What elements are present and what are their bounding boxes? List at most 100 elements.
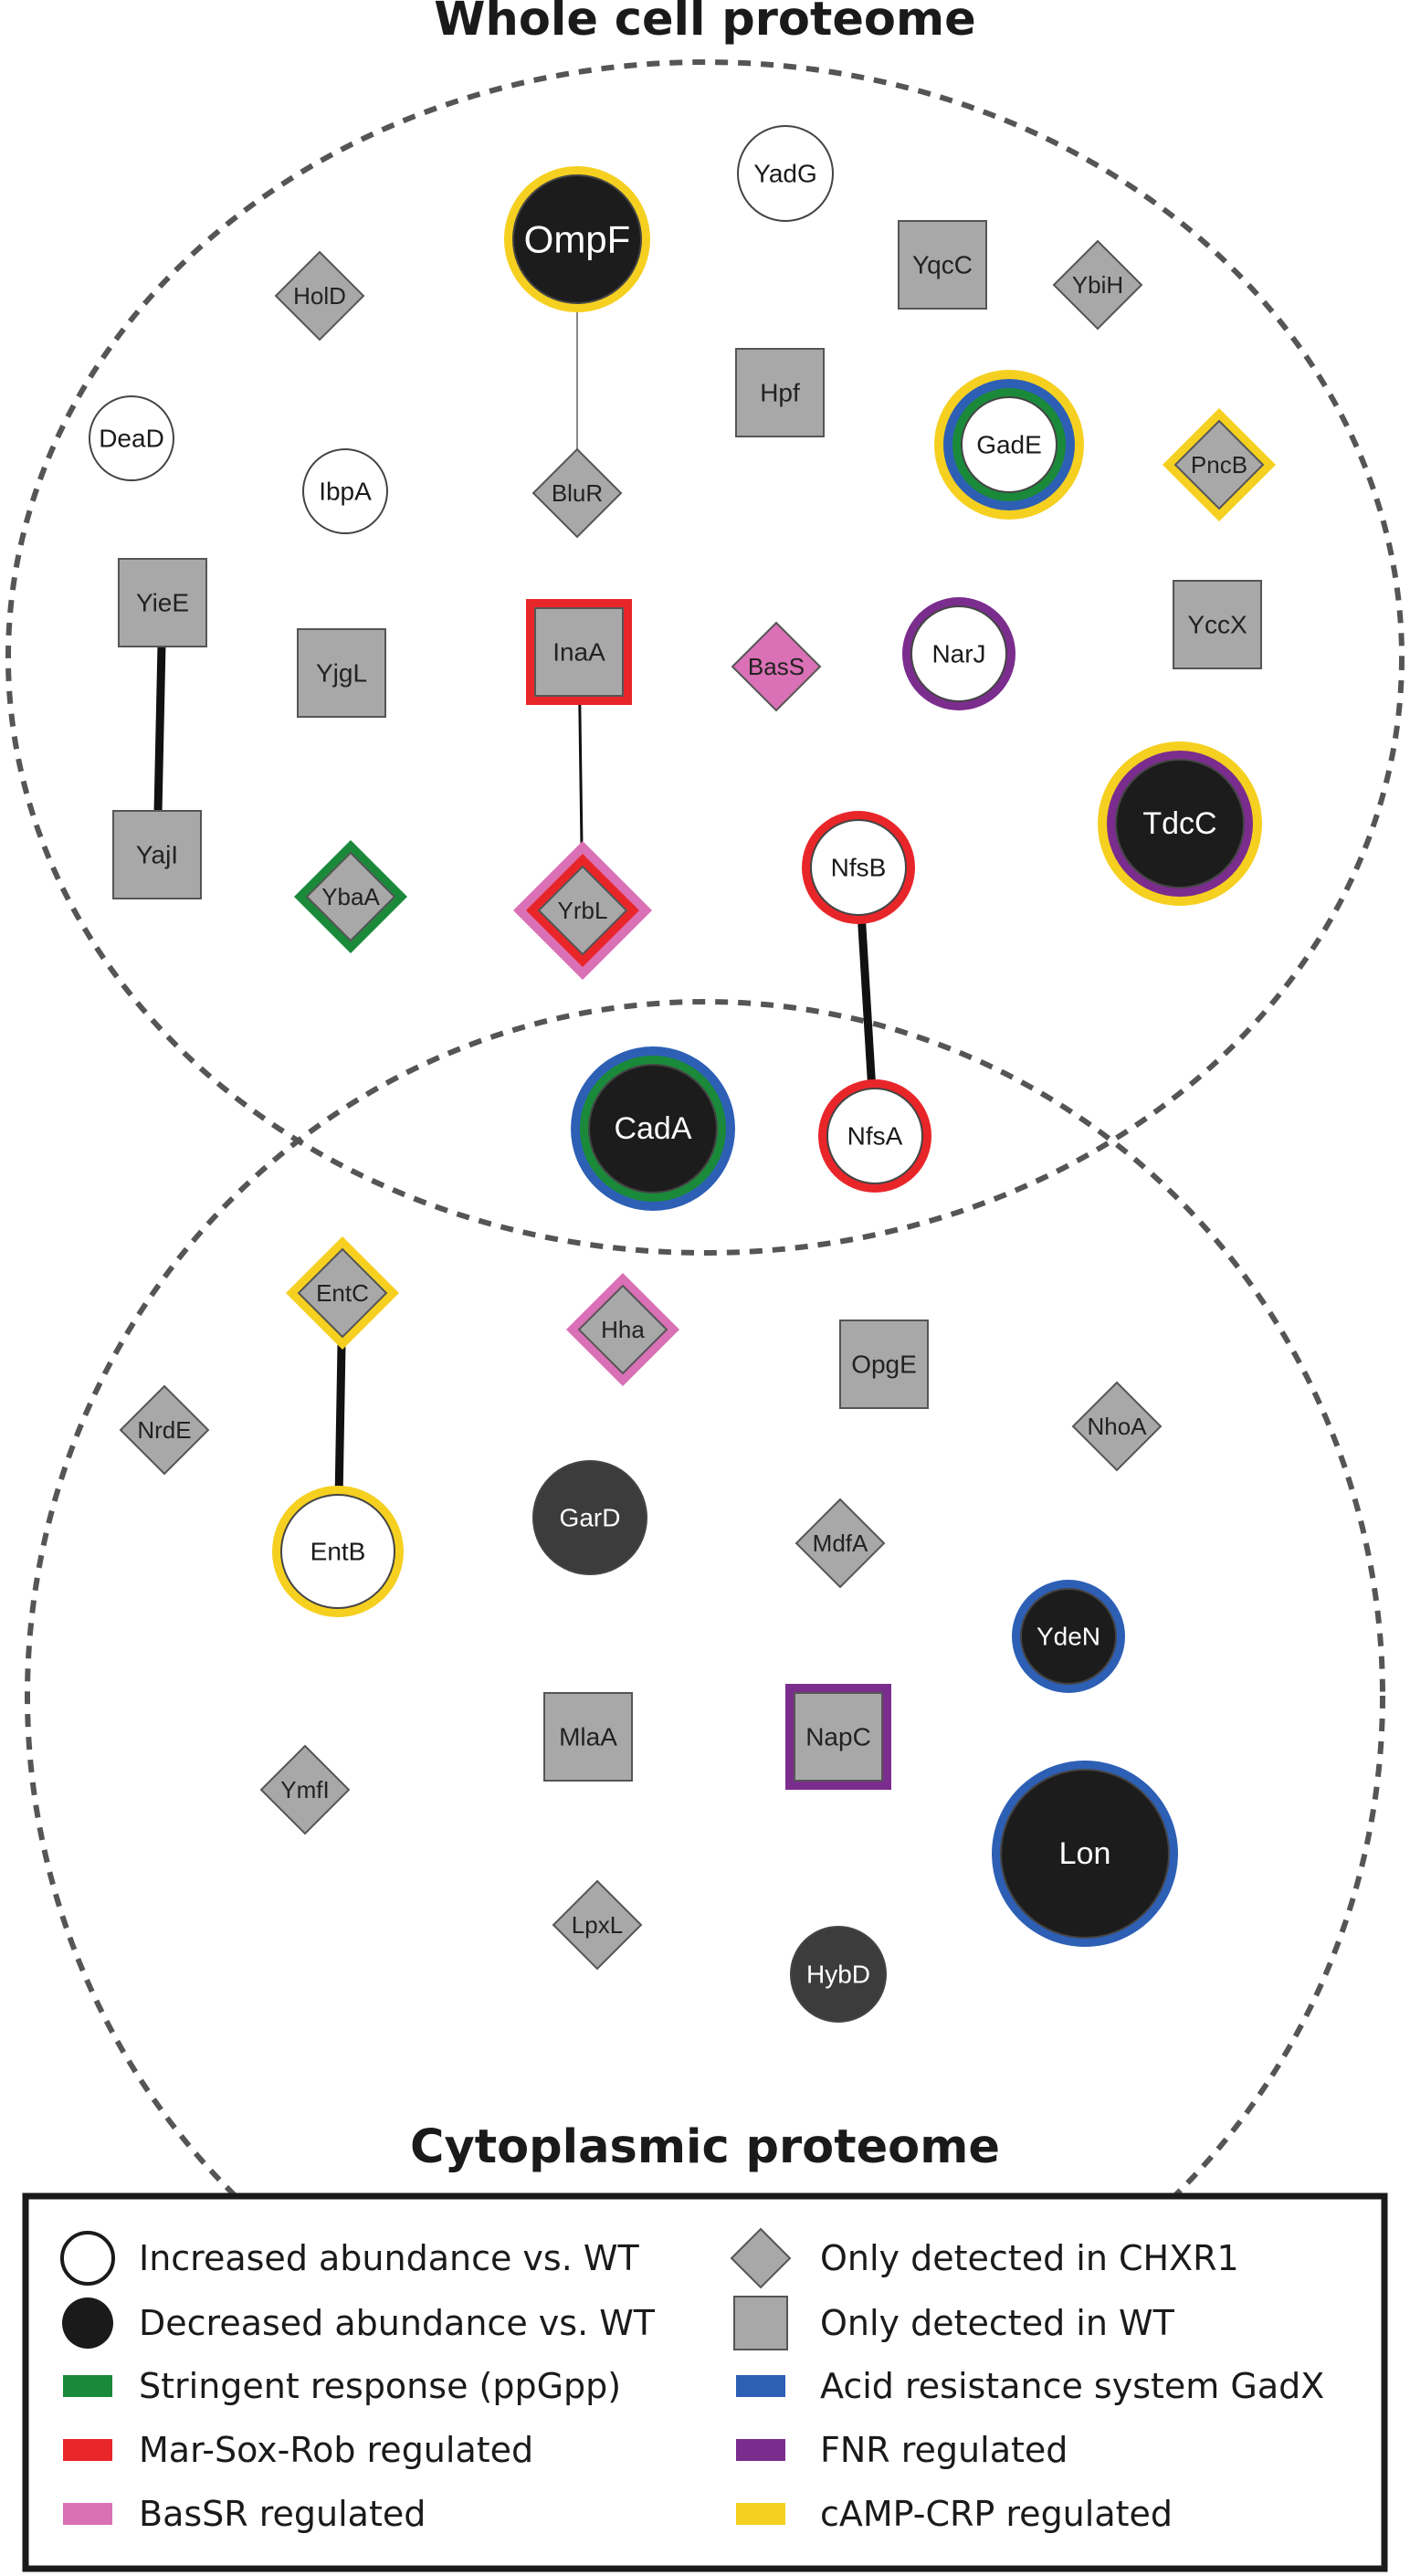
node-mlaa: MlaA — [543, 1692, 633, 1782]
node-label: TdcC — [1142, 806, 1216, 841]
node-shape-square — [534, 607, 624, 697]
node-shape-square — [1173, 580, 1262, 669]
node-shape-circle — [910, 605, 1007, 702]
legend-item-gadx: Acid resistance system GadX — [736, 2366, 1324, 2406]
node-label: YbaA — [321, 883, 380, 910]
node-label: YbiH — [1072, 271, 1123, 299]
legend-label: BasSR regulated — [139, 2494, 426, 2534]
node-hpf: Hpf — [735, 348, 825, 437]
legend-label: Acid resistance system GadX — [820, 2366, 1324, 2406]
legend-box — [22, 2192, 1388, 2572]
node-yccx: YccX — [1173, 580, 1262, 669]
node-shape-diamond — [259, 1744, 351, 1835]
node-shape-square — [839, 1320, 929, 1409]
node-label: YadG — [753, 160, 817, 188]
node-napc: NapC — [785, 1684, 891, 1790]
node-narj: NarJ — [902, 597, 1015, 710]
node-label: OpgE — [851, 1351, 917, 1379]
node-shape-circle — [89, 395, 174, 481]
node-label: YccX — [1187, 611, 1247, 639]
legend-circle-filled-icon — [62, 2297, 113, 2349]
node-shape-circle — [810, 819, 907, 916]
node-hold: HolD — [274, 250, 365, 342]
node-shape-circle — [588, 1064, 718, 1193]
node-shape-circle — [302, 448, 388, 534]
node-entb: EntB — [272, 1486, 404, 1617]
legend-swatch-icon — [736, 2439, 785, 2461]
legend-item-decreased: Decreased abundance vs. WT — [62, 2297, 656, 2349]
node-shape-diamond — [731, 621, 822, 712]
node-yrbl: YrbL — [513, 841, 652, 980]
legend-swatch-icon — [63, 2375, 112, 2397]
node-shape-diamond — [119, 1384, 210, 1476]
node-bass: BasS — [731, 621, 822, 712]
node-label: BasS — [748, 653, 805, 680]
node-label: Hpf — [760, 379, 800, 407]
node-label: OmpF — [524, 218, 631, 261]
node-label: BluR — [552, 479, 603, 507]
node-lon: Lon — [992, 1761, 1178, 1947]
node-label: GarD — [560, 1504, 621, 1532]
legend-label: Stringent response (ppGpp) — [139, 2366, 621, 2406]
node-pncb: PncB — [1163, 408, 1276, 521]
node-label: LpxL — [572, 1911, 623, 1939]
legend-item-camp: cAMP-CRP regulated — [736, 2494, 1173, 2534]
legend-swatch-icon — [736, 2375, 785, 2397]
node-label: EntC — [316, 1279, 369, 1307]
node-shape-square — [794, 1692, 883, 1782]
legend-item-fnr: FNR regulated — [736, 2430, 1068, 2470]
node-label: CadA — [614, 1111, 691, 1146]
node-label: Lon — [1059, 1836, 1111, 1871]
legend-label: Mar-Sox-Rob regulated — [139, 2430, 533, 2470]
node-label: NfsB — [831, 854, 887, 882]
legend-label: Increased abundance vs. WT — [139, 2238, 639, 2278]
node-entc: EntC — [286, 1236, 399, 1350]
node-gard: GarD — [532, 1460, 647, 1575]
node-shape-square — [543, 1692, 633, 1782]
legend-label: cAMP-CRP regulated — [820, 2494, 1173, 2534]
node-blur: BluR — [531, 447, 623, 539]
node-yden: YdeN — [1012, 1580, 1125, 1693]
node-label: YqcC — [912, 251, 973, 279]
node-label: MdfA — [813, 1530, 868, 1557]
node-shape-square — [297, 628, 386, 718]
node-label: MlaA — [559, 1723, 617, 1751]
node-label: GadE — [976, 431, 1042, 459]
node-shape-circle — [1020, 1588, 1117, 1685]
node-label: YrbL — [558, 897, 608, 924]
node-gade: GadE — [934, 370, 1084, 520]
legend-swatch-icon — [63, 2439, 112, 2461]
node-shape-diamond — [274, 250, 365, 342]
legend-label: Decreased abundance vs. WT — [139, 2303, 656, 2343]
node-shape-circle — [512, 174, 642, 304]
node-label: YmfI — [280, 1776, 329, 1803]
node-label: Hha — [601, 1316, 645, 1343]
node-shape-diamond — [1071, 1381, 1163, 1472]
node-label: YdeN — [1036, 1623, 1100, 1651]
node-ompf: OmpF — [504, 166, 650, 312]
node-label: IbpA — [319, 478, 372, 506]
node-shape-circle — [826, 1088, 923, 1184]
legend-item-chxr1: Only detected in CHXR1 — [730, 2227, 1239, 2289]
legend-label: Only detected in CHXR1 — [820, 2238, 1239, 2278]
node-cada: CadA — [571, 1046, 735, 1211]
node-shape-square — [118, 558, 207, 647]
node-shape-circle — [961, 396, 1058, 493]
node-shape-diamond — [1052, 239, 1143, 331]
node-dead: DeaD — [89, 395, 174, 481]
node-label: EntB — [310, 1538, 366, 1566]
legend-item-stringent: Stringent response (ppGpp) — [63, 2366, 621, 2406]
node-shape-diamond — [1173, 419, 1265, 510]
node-label: YajI — [136, 841, 178, 869]
whole-cell-title: Whole cell proteome — [434, 0, 975, 47]
node-shape-diamond — [305, 851, 396, 942]
node-shape-diamond — [537, 865, 628, 956]
node-label: InaA — [552, 638, 605, 667]
node-shape-diamond — [531, 447, 623, 539]
node-nfsa: NfsA — [818, 1079, 931, 1193]
node-shape-diamond — [552, 1879, 643, 1971]
node-label: NhoA — [1087, 1413, 1147, 1440]
legend-item-bassr: BasSR regulated — [63, 2494, 426, 2534]
node-yqcc: YqcC — [898, 220, 987, 310]
